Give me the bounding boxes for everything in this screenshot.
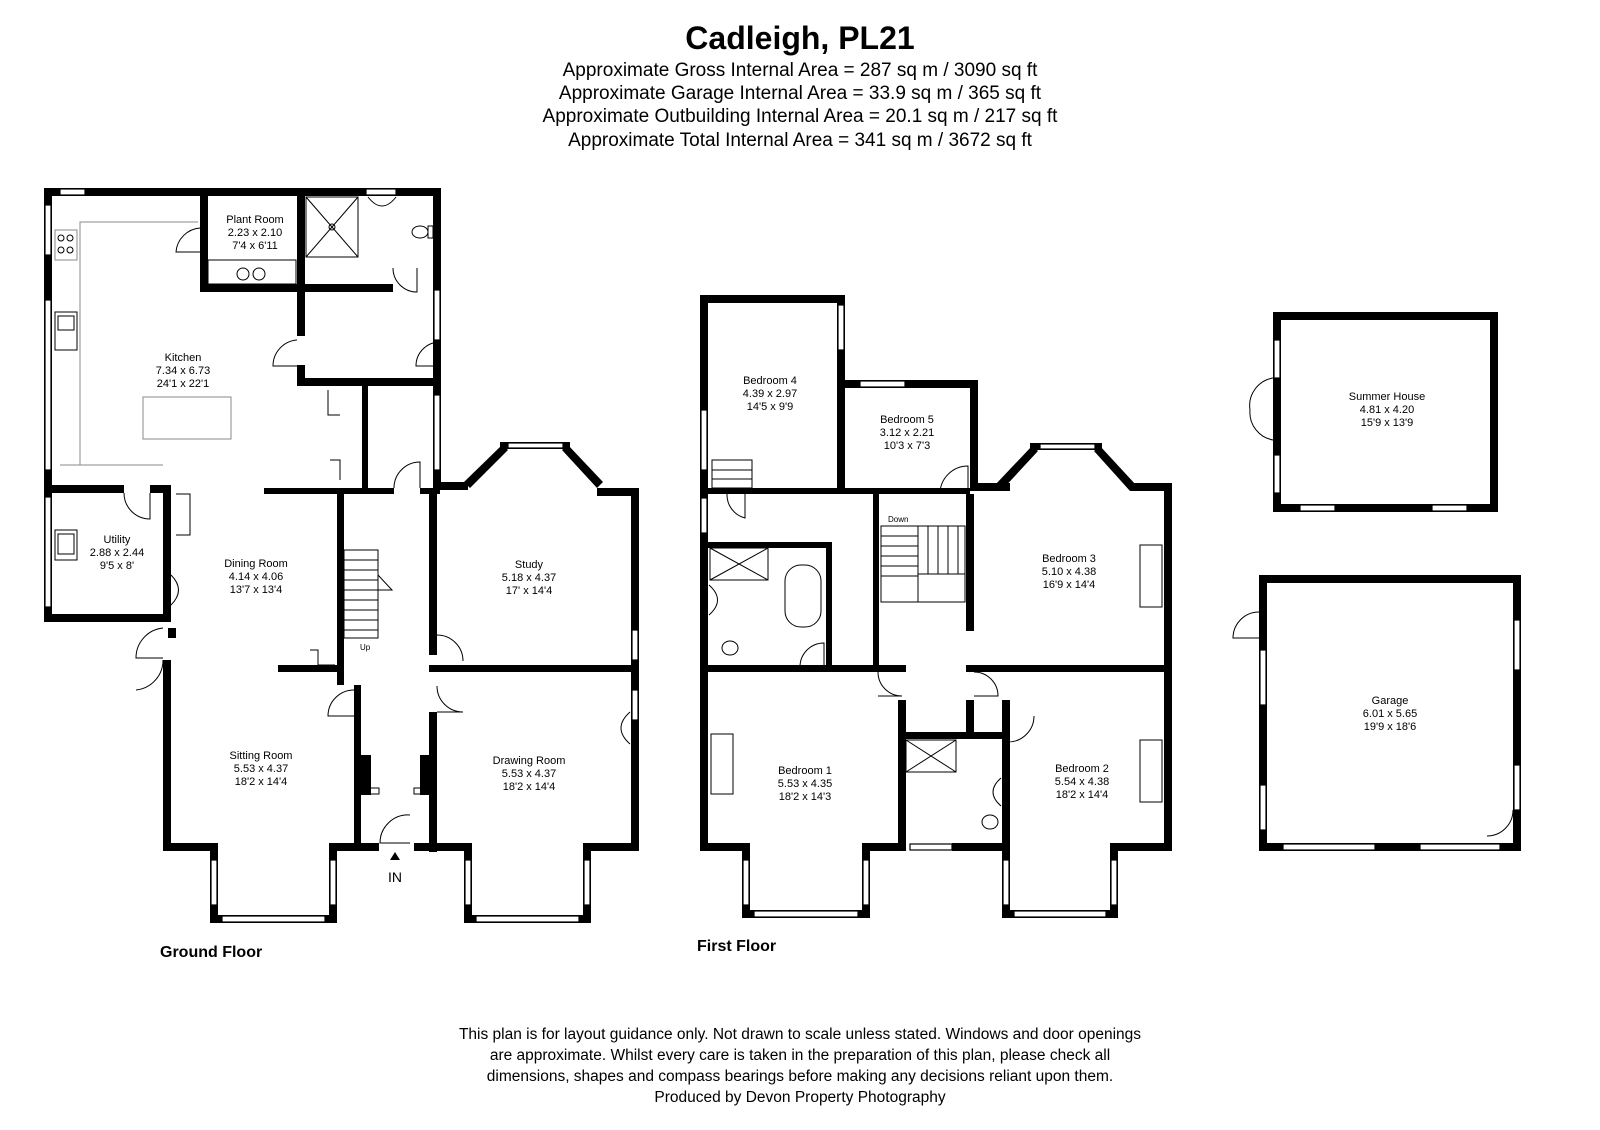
bedroom-4-metric: 4.39 x 2.97 — [743, 388, 797, 400]
label-plant-room: Plant Room 2.23 x 2.10 7'4 x 6'11 — [226, 214, 283, 252]
dining-room-name: Dining Room — [224, 558, 288, 570]
label-bedroom-2: Bedroom 2 5.54 x 4.38 18'2 x 14'4 — [1055, 763, 1109, 801]
ground-floor-plan — [44, 188, 639, 923]
study-name: Study — [515, 559, 544, 571]
sitting-room-metric: 5.53 x 4.37 — [234, 763, 288, 775]
bedroom-4-name: Bedroom 4 — [743, 375, 797, 387]
bedroom-4-imperial: 14'5 x 9'9 — [747, 401, 793, 413]
bedroom-3-metric: 5.10 x 4.38 — [1042, 566, 1096, 578]
label-utility: Utility 2.88 x 2.44 9'5 x 8' — [90, 534, 144, 572]
plant-room-imperial: 7'4 x 6'11 — [232, 240, 278, 252]
ground-floor-label: Ground Floor — [160, 944, 263, 961]
garage-imperial: 19'9 x 18'6 — [1364, 721, 1417, 733]
summer-house-imperial: 15'9 x 13'9 — [1361, 417, 1414, 429]
label-study: Study 5.18 x 4.37 17' x 14'4 — [502, 559, 556, 597]
garage-area-line: Approximate Garage Internal Area = 33.9 … — [558, 83, 1042, 104]
bedroom-2-name: Bedroom 2 — [1055, 763, 1109, 775]
sitting-room-name: Sitting Room — [230, 750, 293, 762]
total-area-line: Approximate Total Internal Area = 341 sq… — [568, 130, 1032, 151]
disclaimer-credit: Produced by Devon Property Photography — [654, 1089, 946, 1106]
label-drawing-room: Drawing Room 5.53 x 4.37 18'2 x 14'4 — [493, 755, 566, 793]
study-metric: 5.18 x 4.37 — [502, 572, 556, 584]
bedroom-5-imperial: 10'3 x 7'3 — [884, 440, 930, 452]
label-bedroom-5: Bedroom 5 3.12 x 2.21 10'3 x 7'3 — [880, 414, 934, 452]
label-garage: Garage 6.01 x 5.65 19'9 x 18'6 — [1363, 695, 1417, 733]
sitting-room-imperial: 18'2 x 14'4 — [235, 776, 288, 788]
label-summer-house: Summer House 4.81 x 4.20 15'9 x 13'9 — [1349, 391, 1425, 429]
bedroom-3-imperial: 16'9 x 14'4 — [1043, 579, 1096, 591]
kitchen-name: Kitchen — [165, 352, 202, 364]
study-imperial: 17' x 14'4 — [506, 585, 552, 597]
stairs-down-label: Down — [888, 515, 908, 524]
summer-house-plan — [1249, 312, 1498, 512]
dining-room-metric: 4.14 x 4.06 — [229, 571, 283, 583]
drawing-room-name: Drawing Room — [493, 755, 566, 767]
bedroom-5-metric: 3.12 x 2.21 — [880, 427, 934, 439]
kitchen-metric: 7.34 x 6.73 — [156, 365, 210, 377]
entrance-arrow-icon — [390, 852, 400, 860]
first-floor-label: First Floor — [697, 938, 777, 955]
garage-metric: 6.01 x 5.65 — [1363, 708, 1417, 720]
kitchen-imperial: 24'1 x 22'1 — [157, 378, 210, 390]
bedroom-2-metric: 5.54 x 4.38 — [1055, 776, 1109, 788]
bedroom-5-name: Bedroom 5 — [880, 414, 934, 426]
bedroom-3-name: Bedroom 3 — [1042, 553, 1096, 565]
gross-area-line: Approximate Gross Internal Area = 287 sq… — [562, 60, 1038, 81]
bedroom-1-imperial: 18'2 x 14'3 — [779, 791, 832, 803]
label-bedroom-4: Bedroom 4 4.39 x 2.97 14'5 x 9'9 — [743, 375, 797, 413]
drawing-room-imperial: 18'2 x 14'4 — [503, 781, 556, 793]
label-kitchen: Kitchen 7.34 x 6.73 24'1 x 22'1 — [156, 352, 210, 390]
label-sitting-room: Sitting Room 5.53 x 4.37 18'2 x 14'4 — [230, 750, 293, 788]
utility-metric: 2.88 x 2.44 — [90, 547, 144, 559]
garage-plan — [1232, 575, 1521, 851]
bedroom-1-name: Bedroom 1 — [778, 765, 832, 777]
summer-house-name: Summer House — [1349, 391, 1425, 403]
plan-title: Cadleigh, PL21 — [685, 20, 915, 56]
garage-name: Garage — [1372, 695, 1409, 707]
bedroom-2-imperial: 18'2 x 14'4 — [1056, 789, 1109, 801]
label-bedroom-1: Bedroom 1 5.53 x 4.35 18'2 x 14'3 — [778, 765, 832, 803]
label-bedroom-3: Bedroom 3 5.10 x 4.38 16'9 x 14'4 — [1042, 553, 1096, 591]
disclaimer-line-2: are approximate. Whilst every care is ta… — [489, 1047, 1111, 1064]
plant-room-metric: 2.23 x 2.10 — [228, 227, 282, 239]
drawing-room-metric: 5.53 x 4.37 — [502, 768, 556, 780]
dining-room-imperial: 13'7 x 13'4 — [230, 584, 283, 596]
outbuilding-area-line: Approximate Outbuilding Internal Area = … — [542, 106, 1058, 127]
disclaimer-line-3: dimensions, shapes and compass bearings … — [486, 1068, 1114, 1085]
stairs-up-label: Up — [360, 643, 371, 652]
label-dining-room: Dining Room 4.14 x 4.06 13'7 x 13'4 — [224, 558, 288, 596]
disclaimer-line-1: This plan is for layout guidance only. N… — [458, 1026, 1142, 1043]
first-floor-plan — [700, 295, 1172, 918]
entrance-label: IN — [388, 869, 402, 885]
utility-name: Utility — [104, 534, 131, 546]
bedroom-1-metric: 5.53 x 4.35 — [778, 778, 832, 790]
plant-room-name: Plant Room — [226, 214, 283, 226]
utility-imperial: 9'5 x 8' — [100, 560, 134, 572]
summer-house-metric: 4.81 x 4.20 — [1360, 404, 1414, 416]
disclaimer: This plan is for layout guidance only. N… — [300, 1024, 1300, 1108]
